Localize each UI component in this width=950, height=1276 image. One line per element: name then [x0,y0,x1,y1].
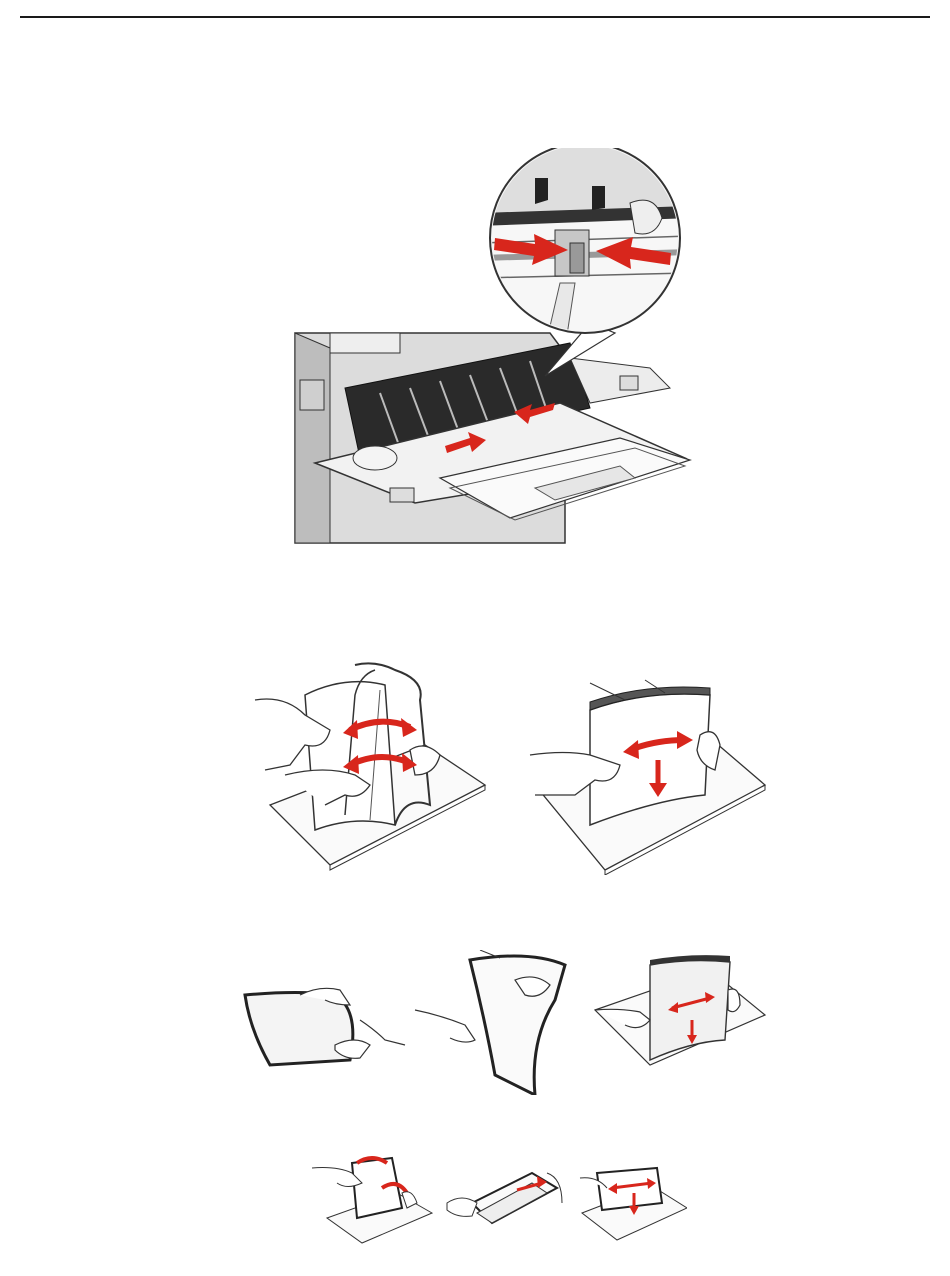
header-rule [20,16,930,18]
envelope-flex-illustration [312,1148,687,1248]
transparency-flex-illustration [240,950,770,1095]
paper-flex-illustration [245,655,775,875]
mp-feeder-illustration [290,148,700,553]
